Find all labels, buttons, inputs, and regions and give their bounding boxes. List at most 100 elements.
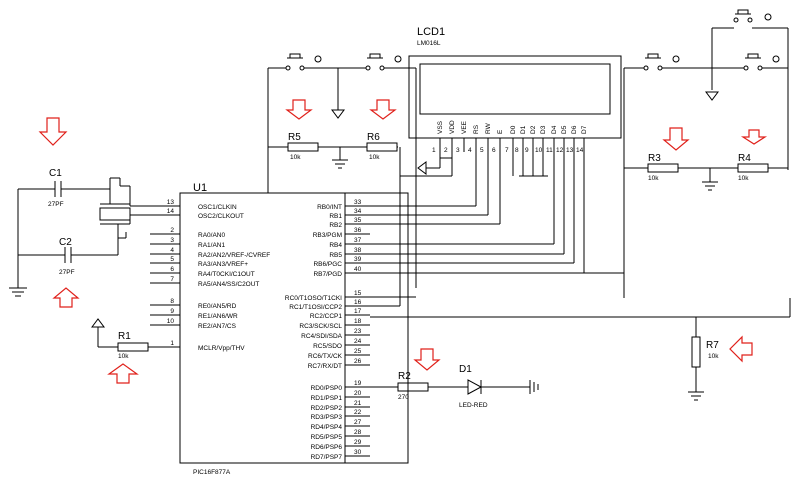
mcu-pin-name: OSC2/CLKOUT [198, 213, 244, 220]
led-circuit: R2 270 D1 LED-RED [370, 364, 539, 409]
led-part: LED-RED [459, 402, 488, 409]
mcu-pin-number: 13 [167, 199, 175, 206]
mcu-pin-number: 29 [354, 439, 362, 446]
mcu-pin-number: 22 [354, 409, 362, 416]
r4-body [737, 163, 769, 173]
mcu-pin-name: RC0/T1OSO/T1CKI [285, 295, 342, 302]
mcu-pin-number: 18 [354, 318, 362, 325]
mcu-pin-name: RD6/PSP6 [311, 444, 343, 451]
lcd-pins: VSS1VDD2VEE3RS4RW5E6D07D18D29D310D411D51… [267, 120, 624, 307]
lcd-pin-number: 6 [492, 147, 496, 154]
lcd-part: LM016L [417, 40, 441, 47]
mcu-pin-name: RC7/RX/DT [308, 363, 342, 370]
mcu-pin-number: 9 [170, 308, 174, 315]
lcd-body [408, 55, 622, 139]
r3-value: 10k [648, 175, 659, 182]
mcu-pin-number: 4 [170, 247, 174, 254]
c2-value: 27PF [59, 269, 75, 276]
r6-value: 10k [369, 154, 380, 161]
mcu-pin-name: RA0/AN0 [198, 232, 225, 239]
lcd-lcd1: LCD1 LM016L VSS1VDD2VEE3RS4RW5E6D07D18D2… [267, 26, 624, 307]
mcu-pin-name: RE1/AN6/WR [198, 313, 238, 320]
mcu-pin-name: RC1/T1OSI/CCP2 [289, 304, 342, 311]
mcu-pin-number: 28 [354, 429, 362, 436]
mcu-pin-name: RA5/AN4/SS/C2OUT [198, 281, 259, 288]
mcu-pin-number: 23 [354, 328, 362, 335]
lcd-pin-number: 7 [505, 147, 509, 154]
mcu-pin-number: 19 [354, 380, 362, 387]
mcu-pin-name: RB2 [329, 222, 342, 229]
mcu-pin-name: RE0/AN5/RD [198, 303, 237, 310]
c2-ref: C2 [59, 237, 72, 248]
mcu-pin-number: 15 [354, 290, 362, 297]
mcu-pin-number: 6 [170, 266, 174, 273]
mcu-pin-name: OSC1/CLKIN [198, 204, 237, 211]
lcd-screen [419, 63, 611, 115]
lcd-pin-name: D4 [551, 125, 558, 134]
lcd-pin-number: 11 [546, 147, 553, 154]
arrow-up-c2 [52, 287, 80, 308]
led-icon [467, 379, 483, 395]
mcu-pin-name: RD4/PSP4 [311, 424, 343, 431]
arrow-down-r4 [740, 129, 768, 145]
mcu-pin-number: 2 [170, 227, 174, 234]
mcu-pin-name: RD7/PSP7 [311, 454, 343, 461]
mcu-pin-number: 38 [354, 247, 362, 254]
mcu-pin-name: RA3/AN3/VREF+ [198, 261, 248, 268]
led-ref: D1 [459, 364, 472, 375]
r7-circuit: R7 10k [370, 298, 791, 401]
mcu-pin-number: 14 [167, 208, 175, 215]
arrow-left-r7 [729, 335, 753, 363]
r7-ref: R7 [706, 340, 719, 351]
mcu-pin-name: RC5/SDO [313, 343, 342, 350]
lcd-pin-name: D7 [581, 125, 588, 134]
crystal [99, 177, 131, 255]
lcd-pin-name: D5 [561, 125, 568, 134]
r1-value: 10k [118, 353, 129, 360]
lcd-pin-number: 3 [456, 147, 460, 154]
lcd-pin-name: E [497, 129, 504, 134]
mcu-right-pins: 33RB0/INT34RB135RB236RB3/PGM37RB438RB539… [285, 193, 370, 463]
r3-body [647, 163, 679, 173]
lcd-pin-number: 13 [566, 147, 574, 154]
mcu-pin-name: RB0/INT [317, 204, 342, 211]
lcd-pin-name: D0 [510, 125, 517, 134]
mcu-pin-number: 35 [354, 217, 362, 224]
mcu-pin-number: 3 [170, 237, 174, 244]
r2-ref: R2 [398, 371, 411, 382]
mcu-u1: U1 PIC16F877A 13OSC1/CLKIN14OSC2/CLKOUT2… [150, 182, 409, 476]
mcu-pin-number: 40 [354, 266, 362, 273]
button-group-right: R3 10k R4 10k [623, 9, 789, 298]
mcu-pin-name: RB5 [329, 252, 342, 259]
r6-body [366, 142, 398, 152]
c1-value: 27PF [48, 201, 64, 208]
lcd-pin-name: RS [473, 124, 480, 134]
lcd-pin-number: 9 [525, 147, 529, 154]
lcd-pin-number: 14 [576, 147, 584, 154]
mcu-pin-name: RC3/SCK/SCL [299, 323, 342, 330]
arrow-down-c1 [38, 117, 68, 146]
mcu-pin-name: RD0/PSP0 [311, 385, 343, 392]
mcu-pin-number: 24 [354, 338, 362, 345]
lcd-pin-number: 4 [468, 147, 472, 154]
mcu-pin-name: RC6/TX/CK [308, 353, 343, 360]
lcd-pin-name: D6 [571, 125, 578, 134]
mcu-pin-number: 5 [170, 256, 174, 263]
mcu-pin-number: 36 [354, 227, 362, 234]
annotation-arrows [38, 99, 768, 384]
mcu-pin-number: 20 [354, 390, 362, 397]
c1-ref: C1 [49, 168, 62, 179]
mcu-pin-number: 1 [170, 340, 174, 347]
lcd-wiring [400, 152, 548, 177]
mcu-pin-number: 34 [354, 208, 362, 215]
arrow-down-r6 [369, 99, 397, 120]
r3-ref: R3 [648, 153, 661, 164]
arrow-down-r5 [285, 99, 313, 120]
mcu-pin-number: 33 [354, 199, 362, 206]
r2-body [397, 382, 429, 392]
mcu-pin-name: RC2/CCP1 [310, 313, 343, 320]
button-group-left: R5 10k R6 10k [267, 53, 417, 288]
mcu-pin-name: RD5/PSP5 [311, 434, 343, 441]
lcd-pin-number: 5 [480, 147, 484, 154]
mcu-pin-number: 25 [354, 348, 362, 355]
